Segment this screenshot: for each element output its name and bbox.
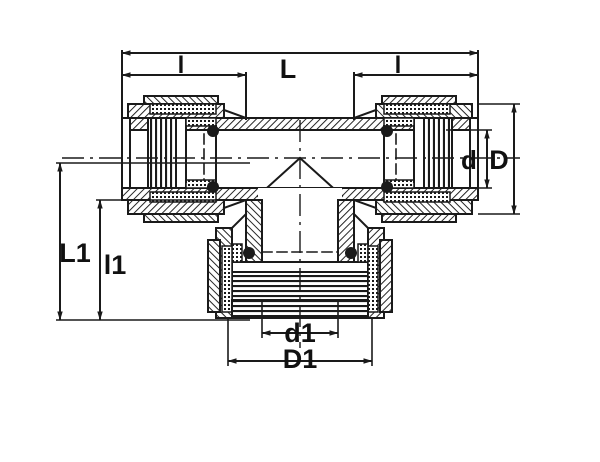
- left-thread-top: [149, 103, 217, 115]
- left-oring-bottom: [207, 181, 219, 193]
- dim-label-l-left: l: [178, 52, 185, 79]
- left-nut-shoulder-top: [143, 95, 219, 105]
- left-nut-shoulder-bottom: [143, 213, 219, 223]
- left-end-face: [121, 117, 131, 189]
- branch-thread-right: [367, 245, 379, 313]
- centrelines: [62, 120, 520, 348]
- dim-label-L1: L1: [59, 238, 91, 268]
- left-oring-top: [207, 125, 219, 137]
- branch-oring-left: [243, 247, 255, 259]
- right-oring-bottom: [381, 181, 393, 193]
- right-thrust-washer: [413, 117, 425, 189]
- branch-nut-left-shoulder: [207, 239, 221, 313]
- right-compression-ring: [423, 117, 453, 189]
- right-nut-shoulder-bottom: [381, 213, 457, 223]
- branch-nut-right-shoulder: [379, 239, 393, 313]
- left-seal-band-top: [185, 117, 217, 127]
- branch-seal-band-right: [357, 243, 369, 263]
- dimension-lines: [56, 50, 520, 366]
- left-compression-ring: [147, 117, 177, 189]
- branch-fillet-right: [352, 212, 370, 230]
- right-nut-shoulder-top: [381, 95, 457, 105]
- right-oring-top: [381, 125, 393, 137]
- dim-label-d: d: [461, 145, 477, 175]
- right-seal-band-top: [383, 117, 415, 127]
- right-thread-top: [383, 103, 451, 115]
- branch-seal-band-left: [231, 243, 243, 263]
- right-compression-end: [352, 95, 479, 223]
- dim-label-D: D: [489, 145, 509, 175]
- right-transition-top: [352, 108, 378, 120]
- left-thrust-washer: [175, 117, 187, 189]
- right-transition-bottom: [352, 198, 378, 210]
- dim-label-D1: D1: [283, 344, 318, 374]
- branch-oring-right: [345, 247, 357, 259]
- dim-label-L: L: [280, 54, 297, 84]
- dim-label-l1: l1: [104, 250, 127, 280]
- dim-label-l-right: l: [395, 52, 402, 79]
- left-transition-top: [222, 108, 248, 120]
- left-transition-bottom: [222, 198, 248, 210]
- left-compression-end: [121, 95, 248, 223]
- branch-fillet-left: [230, 212, 248, 230]
- branch-thread-left: [221, 245, 233, 313]
- dim-label-d1: d1: [284, 318, 316, 348]
- left-thread-bottom: [149, 191, 217, 203]
- right-thread-bottom: [383, 191, 451, 203]
- dimension-text-group: L l l d D L1 l1 d1 D1: [59, 52, 509, 374]
